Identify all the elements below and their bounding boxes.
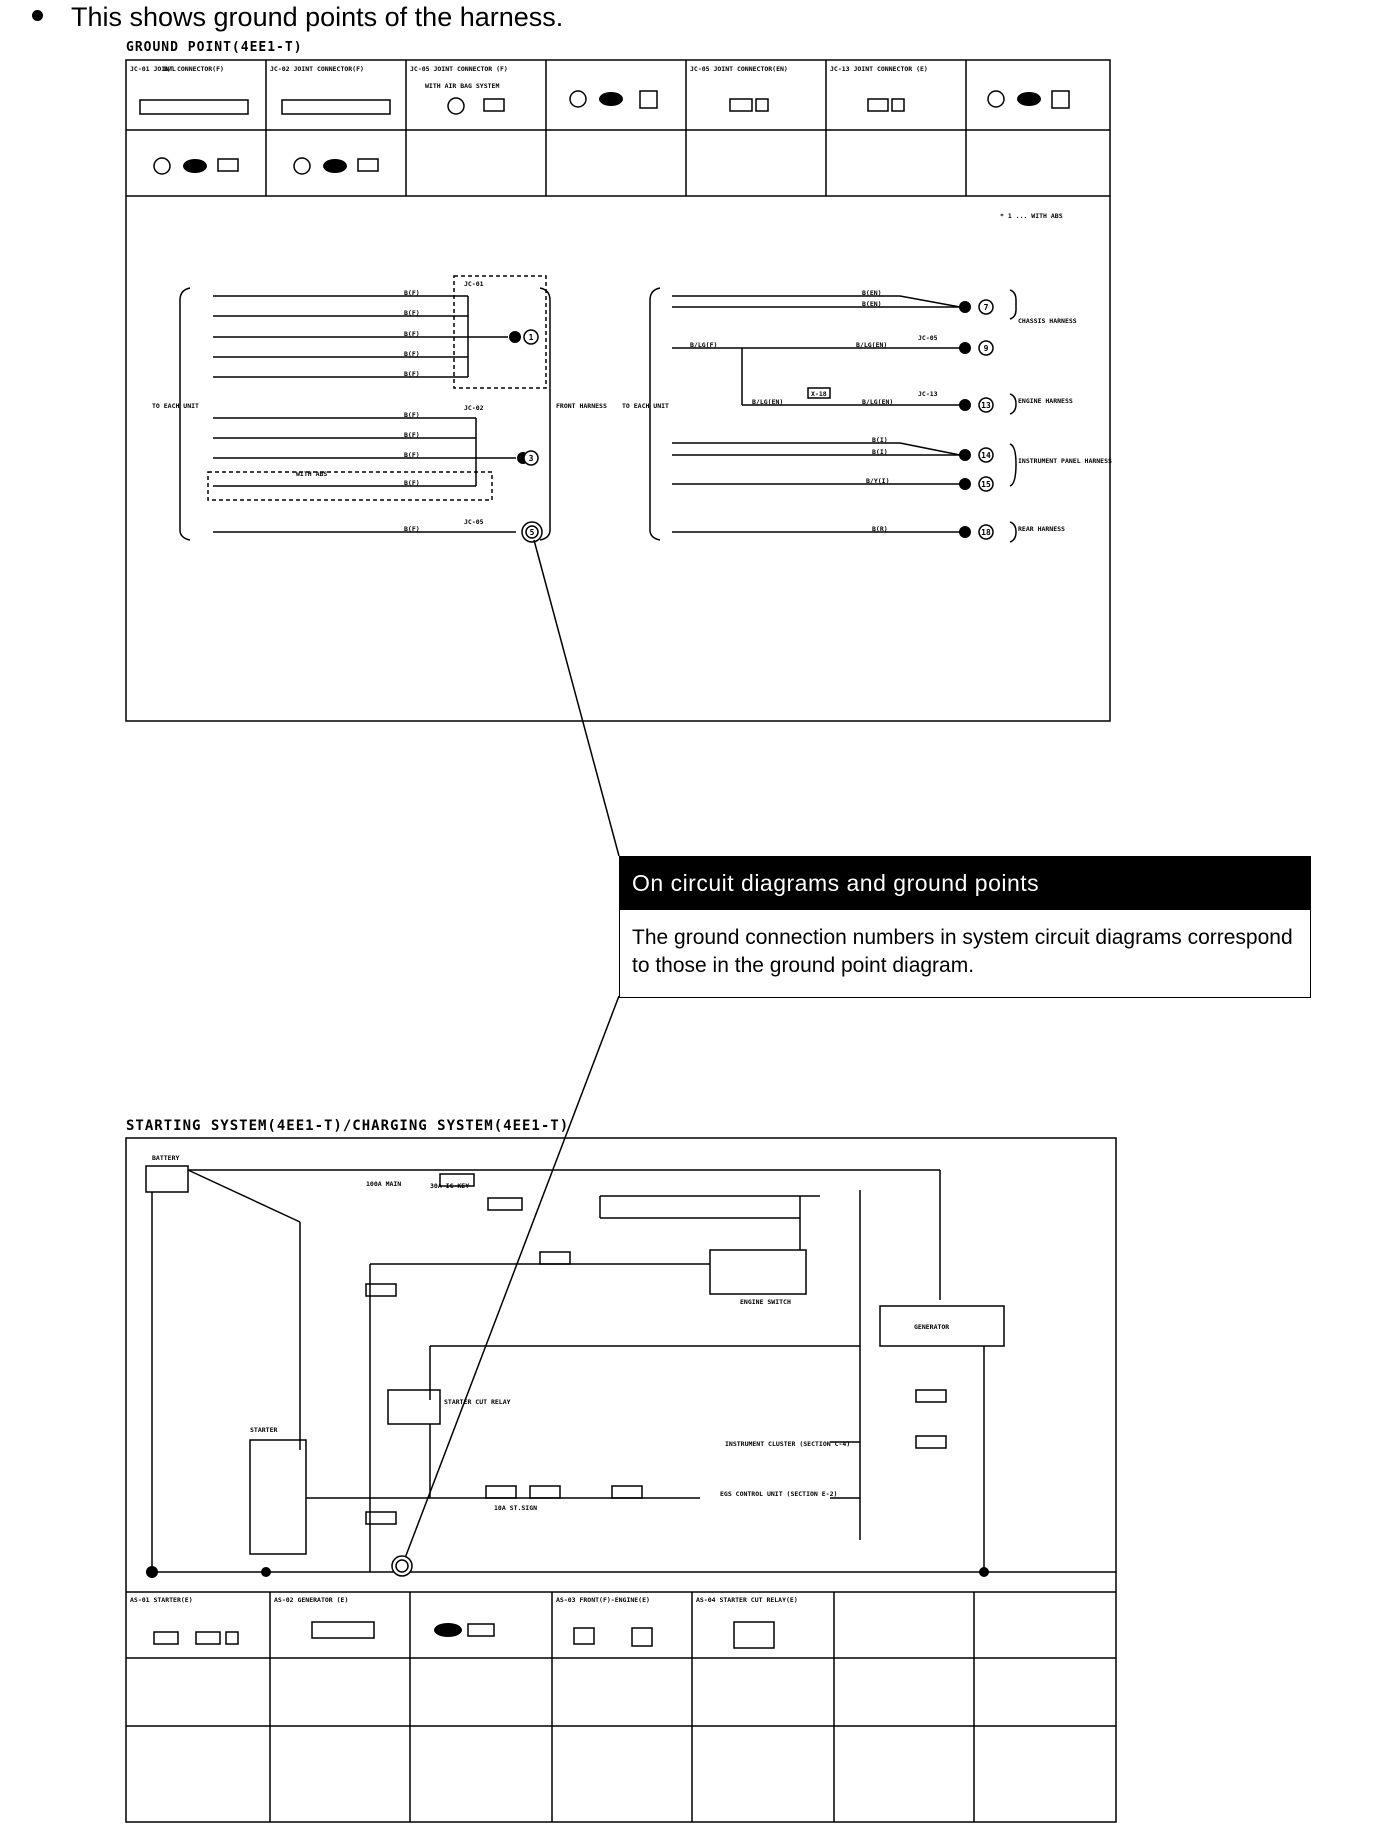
right-side-label: TO EACH UNIT (622, 402, 669, 410)
starter-label: STARTER (250, 1426, 277, 1434)
rear-harness-label: REAR HARNESS (1018, 525, 1065, 533)
ground-point-frame (125, 59, 1111, 722)
wl-5: B(F) (404, 411, 420, 419)
wr-1: B(EN) (862, 300, 882, 308)
battery-shape (145, 1165, 189, 1193)
abs-note: * 1 ... WITH ABS (1000, 212, 1063, 220)
wr-6: B(I) (872, 436, 888, 444)
engine-control-label: EGS CONTROL UNIT (SECTION E-2) (720, 1490, 837, 1498)
jc05en-label: JC-05 (918, 334, 938, 342)
tbl-as02: AS-02 GENERATOR (E) (274, 1596, 348, 1604)
wl-8: B(F) (404, 479, 420, 487)
engine-switch-label: ENGINE SWITCH (740, 1298, 791, 1306)
fuse2-label: 30A IG KEY (430, 1182, 469, 1190)
tbl-as01: AS-01 STARTER(E) (130, 1596, 193, 1604)
leader-lines (401, 539, 620, 1567)
gnd-9: 9 (984, 344, 989, 353)
left-side-label: TO EACH UNIT (152, 402, 199, 410)
gnd-18: 18 (981, 528, 991, 537)
gnd-5: 5 (530, 528, 535, 537)
wl-0: B(F) (404, 289, 420, 297)
wr-8: B/Y(I) (866, 477, 889, 485)
intro-bullet: This shows ground points of the harness. (32, 0, 563, 34)
front-harness-label: FRONT HARNESS (556, 402, 607, 410)
gnd-15: 15 (981, 480, 991, 489)
with-abs-label: WITH ABS (296, 470, 327, 478)
callout-body: The ground connection numbers in system … (632, 926, 1293, 977)
wr-7: B(I) (872, 448, 888, 456)
jc13-label: JC-13 (918, 390, 938, 398)
starter-relay-shape (387, 1389, 441, 1425)
wl-2: B(F) (404, 330, 420, 338)
wr-9: B(R) (872, 525, 888, 533)
ground-point-title: GROUND POINT(4EE1-T) (126, 40, 303, 55)
tbl-as04: AS-04 STARTER CUT RELAY(E) (696, 1596, 798, 1604)
hdr-jc13: JC-13 JOINT CONNECTOR (E) (830, 65, 928, 73)
gnd-1: 1 (529, 333, 534, 342)
engine-harness-label: ENGINE HARNESS (1018, 397, 1073, 405)
wr-2: B/LG(F) (690, 341, 717, 349)
gnd-13: 13 (981, 401, 991, 410)
wr-5: B/LG(EN) (862, 398, 893, 406)
wr-4: B/LG(EN) (752, 398, 783, 406)
battery-label: BATTERY (152, 1154, 179, 1162)
connector-shapes (139, 90, 1070, 172)
engine-switch-shape (709, 1249, 807, 1295)
hdr-jc05en: JC-05 JOINT CONNECTOR(EN) (690, 65, 788, 73)
starter-relay-label: STARTER CUT RELAY (444, 1398, 511, 1406)
hdr-jc01: JC-01 JOINT CONNECTOR(F) (130, 65, 224, 73)
wr-0: B(EN) (862, 289, 882, 297)
starter-shape (249, 1439, 307, 1555)
wl-7: B(F) (404, 451, 420, 459)
chassis-harness-label: CHASSIS HARNESS (1018, 317, 1077, 325)
intro-text: This shows ground points of the harness. (71, 2, 564, 32)
callout-box: On circuit diagrams and ground points Th… (619, 856, 1311, 998)
hdr-jc05-note: WITH AIR BAG SYSTEM (425, 82, 499, 90)
wl-6: B(F) (404, 431, 420, 439)
jc01-label: JC-01 (464, 280, 484, 288)
wl-9: B(F) (404, 525, 420, 533)
generator-shape (879, 1305, 1005, 1347)
bullet-icon (32, 10, 43, 22)
gnd-7: 7 (984, 303, 989, 312)
wl-4: B(F) (404, 370, 420, 378)
jc01-pins: B/L (164, 65, 176, 73)
x18-label: X-18 (811, 390, 827, 398)
wl-1: B(F) (404, 309, 420, 317)
hdr-jc02: JC-02 JOINT CONNECTOR(F) (270, 65, 364, 73)
starting-frame (125, 1137, 1117, 1823)
tbl-as03: AS-03 FRONT(F)-ENGINE(E) (556, 1596, 650, 1604)
fuse1-label: 100A MAIN (366, 1180, 401, 1188)
wr-3: B/LG(EN) (856, 341, 887, 349)
starting-title: STARTING SYSTEM(4EE1-T)/CHARGING SYSTEM(… (126, 1118, 570, 1134)
gnd-3: 3 (529, 454, 534, 463)
callout-title: On circuit diagrams and ground points (620, 857, 1310, 910)
wl-3: B(F) (404, 350, 420, 358)
jc02-label: JC-02 (464, 404, 484, 412)
jc05-label: JC-05 (464, 518, 484, 526)
ipanel-harness-label: INSTRUMENT PANEL HARNESS (1018, 457, 1112, 465)
generator-label: GENERATOR (914, 1323, 949, 1331)
fuse3-label: 10A ST.SIGN (494, 1504, 537, 1512)
hdr-jc05: JC-05 JOINT CONNECTOR (F) (410, 65, 508, 73)
cluster-label: INSTRUMENT CLUSTER (SECTION C-4) (725, 1440, 850, 1448)
gnd-14: 14 (981, 451, 991, 460)
